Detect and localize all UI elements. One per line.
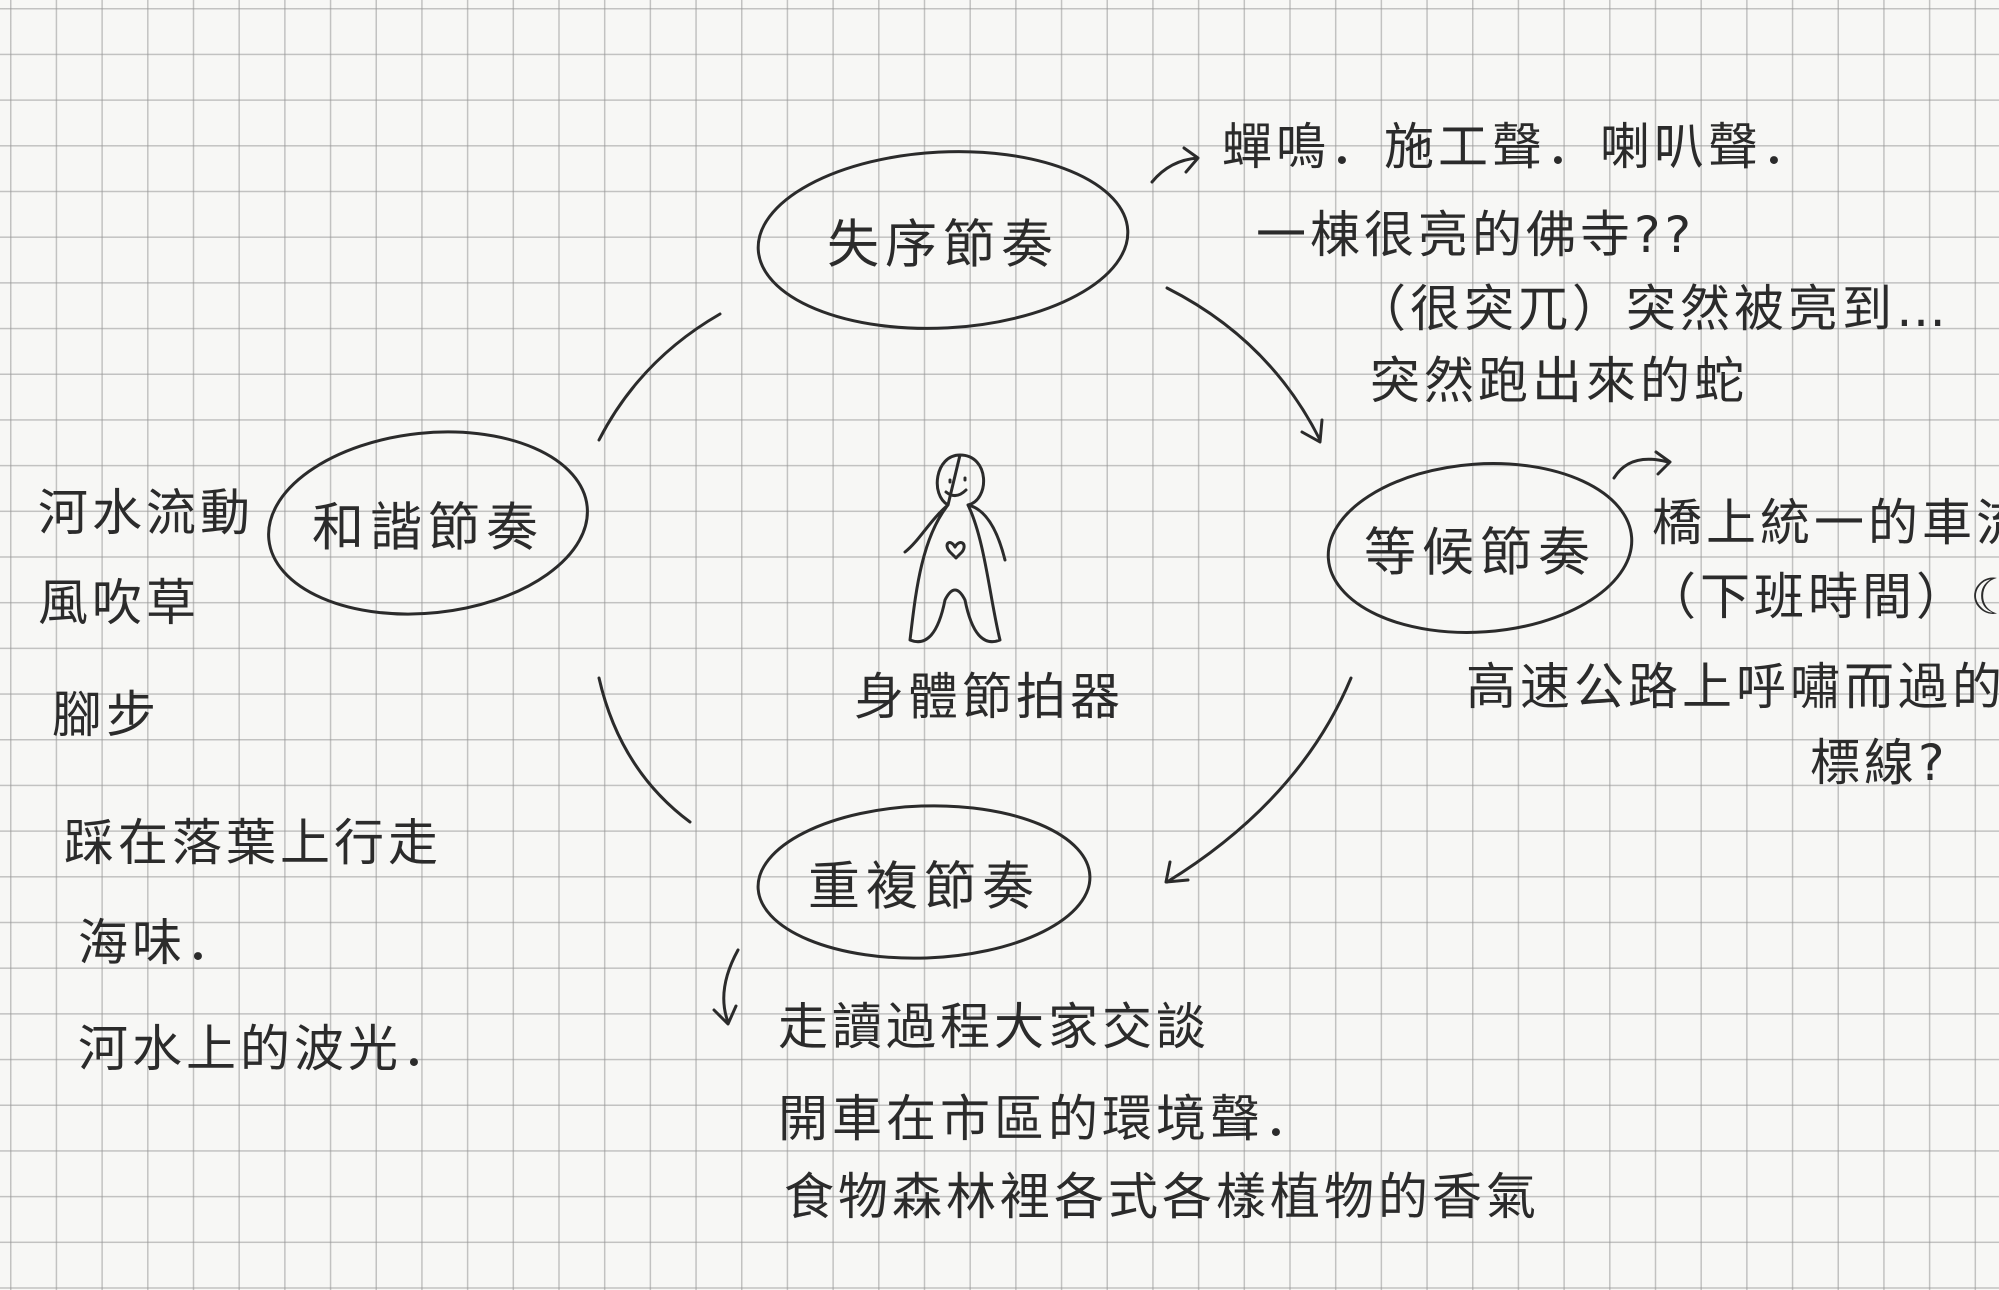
disorder-note: （很突兀）突然被亮到… bbox=[1356, 280, 1950, 338]
harmony-note: 踩在落葉上行走 bbox=[64, 814, 442, 872]
repeat-note: 開車在市區的環境聲． bbox=[778, 1090, 1318, 1148]
harmony-note: 海味． bbox=[78, 914, 240, 972]
harmony-note: 河水上的波光． bbox=[78, 1020, 456, 1078]
center-label: 身體節拍器 bbox=[854, 668, 1124, 726]
disorder-note: 蟬鳴．施工聲．喇叭聲． bbox=[1222, 118, 1816, 176]
arrow-repeat-notes bbox=[712, 948, 740, 1026]
arrow-disorder-notes bbox=[1150, 146, 1200, 184]
arc-waiting-to-repeat bbox=[1165, 676, 1353, 884]
node-waiting-label: 等候節奏 bbox=[1363, 523, 1597, 584]
node-disorder-label: 失序節奏 bbox=[826, 215, 1060, 276]
disorder-note: 突然跑出來的蛇 bbox=[1370, 352, 1748, 410]
harmony-note: 河水流動 bbox=[38, 484, 254, 542]
ellipse-disorder bbox=[756, 150, 1130, 330]
arc-repeat-to-harmony bbox=[597, 676, 692, 824]
body-figure-icon bbox=[903, 453, 1007, 643]
waiting-note: （下班時間）☾ bbox=[1646, 568, 1999, 626]
disorder-note: 一棟很亮的佛寺?? bbox=[1256, 206, 1696, 264]
ellipse-waiting bbox=[1326, 462, 1634, 634]
node-harmony-label: 和諧節奏 bbox=[311, 498, 545, 559]
ellipse-repeat bbox=[756, 804, 1092, 960]
arrow-waiting-notes bbox=[1612, 450, 1672, 480]
repeat-note: 走讀過程大家交談 bbox=[778, 998, 1210, 1056]
arc-harmony-to-disorder bbox=[597, 312, 722, 442]
arrowhead-repeat bbox=[1164, 860, 1190, 884]
harmony-note: 風吹草 bbox=[38, 574, 200, 632]
harmony-note: 腳步 bbox=[52, 686, 160, 744]
arc-disorder-to-waiting bbox=[1165, 286, 1322, 442]
ellipse-harmony bbox=[267, 430, 589, 616]
node-repeat-label: 重複節奏 bbox=[807, 857, 1041, 918]
repeat-note: 食物森林裡各式各樣植物的香氣 bbox=[784, 1168, 1540, 1226]
arrowhead-waiting bbox=[1300, 418, 1324, 444]
waiting-note: 高速公路上呼嘯而過的 bbox=[1466, 658, 1999, 716]
waiting-note: 標線? bbox=[1810, 734, 1949, 792]
waiting-note: 橋上統一的車流? bbox=[1652, 494, 1999, 552]
